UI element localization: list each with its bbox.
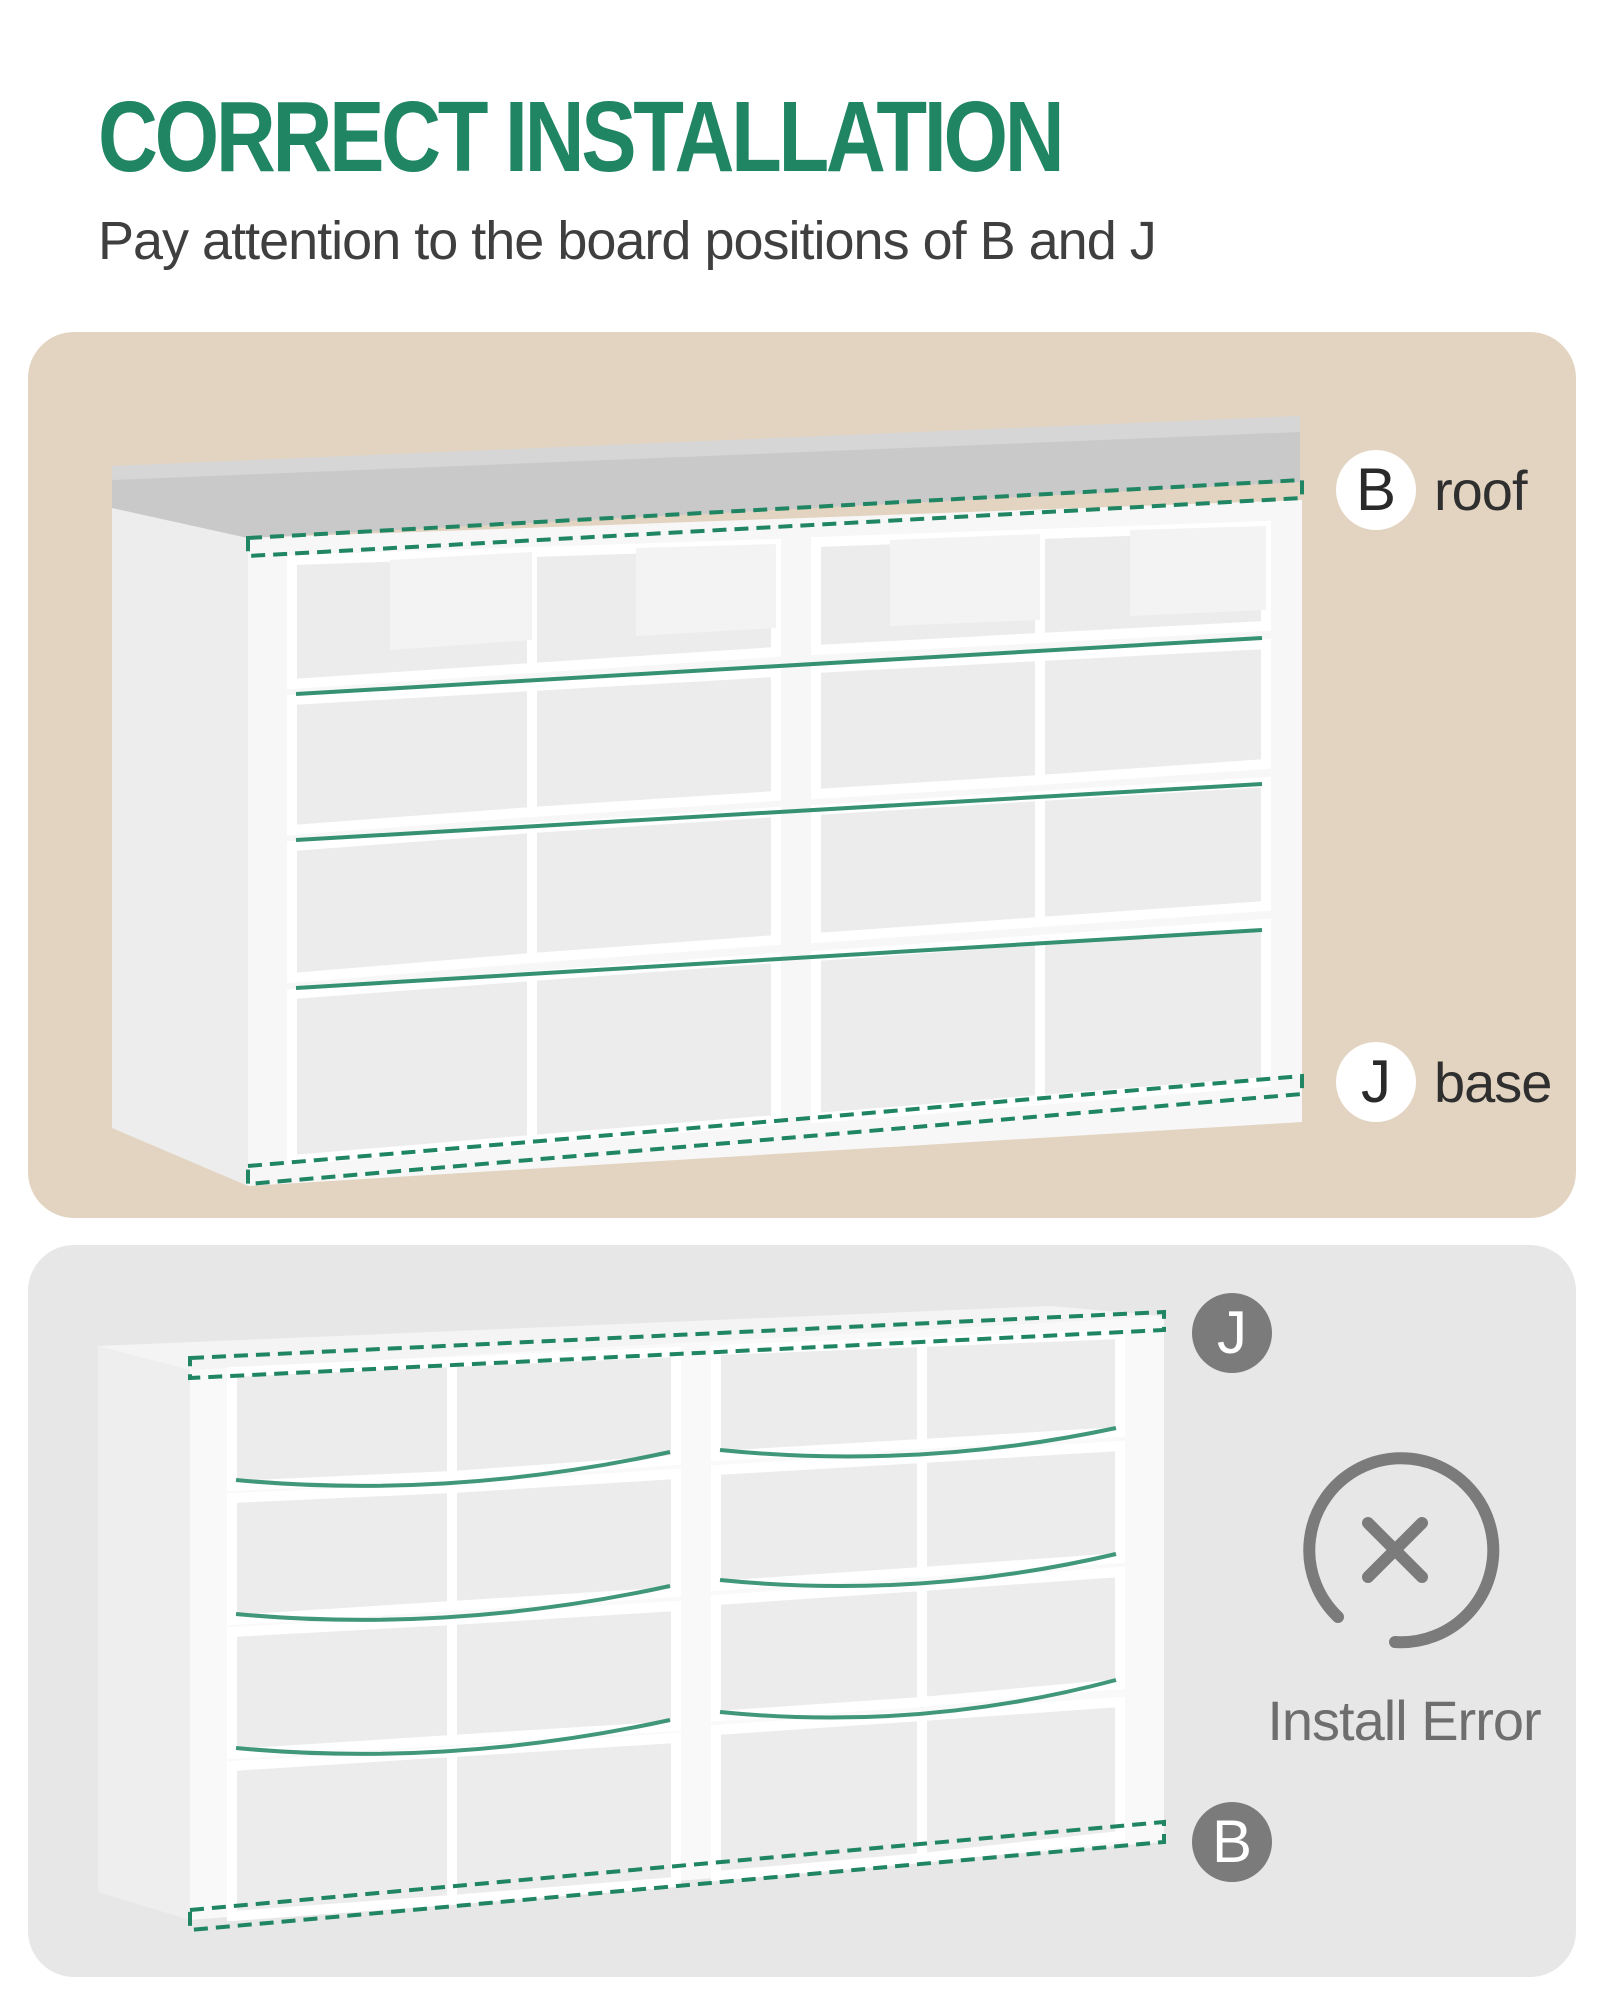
x-circle-icon — [1303, 1452, 1500, 1649]
base-label: J base — [1336, 1042, 1552, 1122]
roof-text: roof — [1434, 458, 1527, 522]
badge-b-error: B — [1192, 1802, 1272, 1882]
seat-cushion — [112, 416, 1300, 538]
shoe-cubbies-grid-error — [227, 1328, 1125, 1922]
roof-label: B roof — [1336, 450, 1527, 530]
error-top-label: J — [1192, 1293, 1272, 1373]
badge-j-error: J — [1192, 1293, 1272, 1373]
base-text: base — [1434, 1050, 1552, 1114]
correct-bench-illustration — [112, 416, 1304, 1187]
page-title: CORRECT INSTALLATION — [98, 81, 1065, 193]
badge-j: J — [1336, 1042, 1416, 1122]
install-error-text: Install Error — [1267, 1689, 1541, 1752]
error-bottom-label: B — [1192, 1802, 1272, 1882]
badge-b: B — [1336, 450, 1416, 530]
page-subtitle: Pay attention to the board positions of … — [98, 211, 1157, 271]
